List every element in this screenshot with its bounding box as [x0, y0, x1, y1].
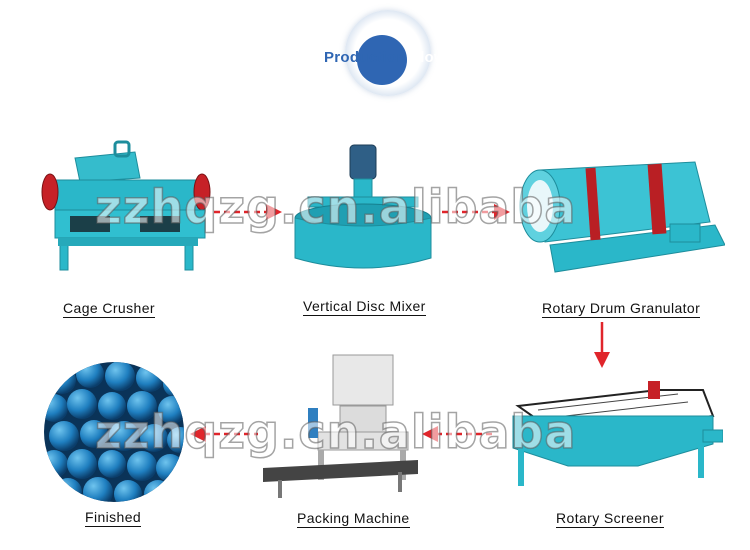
finished-granules-image	[44, 362, 184, 502]
step-label-vertical-disc-mixer: Vertical Disc Mixer	[303, 298, 426, 316]
arrow-right-icon	[214, 204, 282, 220]
step-label-packing-machine: Packing Machine	[297, 510, 410, 528]
production-flow-badge: Production Flow	[300, 8, 470, 103]
step-label-rotary-drum-granulator: Rotary Drum Granulator	[542, 300, 701, 318]
rotary-drum-granulator-image	[519, 161, 725, 273]
cage-crusher-image	[41, 140, 211, 271]
vertical-disc-mixer-image	[294, 144, 432, 269]
step-label-rotary-screener: Rotary Screener	[556, 510, 664, 528]
badge-dot	[357, 35, 407, 85]
step-label-cage-crusher: Cage Crusher	[63, 300, 155, 318]
arrow-down-icon	[594, 322, 610, 368]
arrow-right-icon	[442, 204, 510, 220]
arrow-left-icon	[422, 426, 494, 442]
page-title: Production Flow	[323, 49, 446, 66]
step-label-finished: Finished	[85, 509, 142, 527]
rotary-screener-image	[512, 381, 723, 486]
arrow-left-icon	[190, 426, 258, 442]
packing-machine-image	[263, 354, 418, 498]
